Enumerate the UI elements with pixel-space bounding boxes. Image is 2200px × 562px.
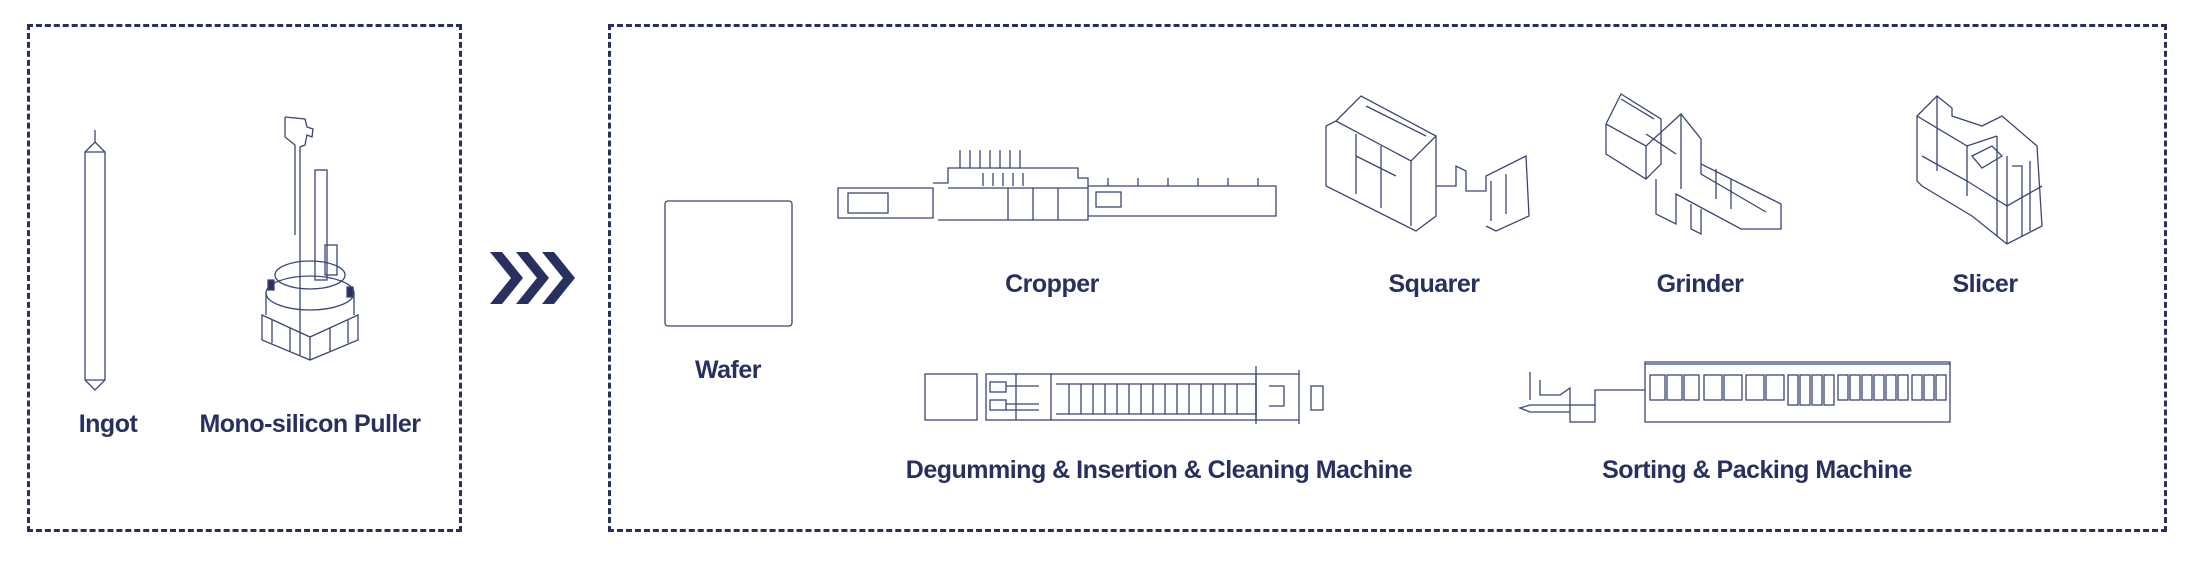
ingot-label: Ingot [78,410,138,438]
cropper-label: Cropper [1005,270,1099,298]
mono-silicon-puller-label: Mono-silicon Puller [199,410,421,438]
triple-chevron-right-icon [490,252,575,304]
processing-stage-group [608,24,2167,532]
degumming-insertion-cleaning-machine-label: Degumming & Insertion & Cleaning Machine [905,456,1413,484]
wafer-label: Wafer [694,356,762,384]
squarer-label: Squarer [1388,270,1480,298]
degumming-insertion-cleaning-machine-icon [924,366,1324,424]
ingot-icon [84,130,106,391]
slicer-icon [1916,95,2043,245]
wafer-icon [664,200,793,327]
cropper-icon [837,150,1277,221]
mono-silicon-puller-icon [261,116,359,361]
grinder-icon [1605,93,1782,236]
sorting-packing-machine-icon [1518,361,1951,423]
sorting-packing-machine-label: Sorting & Packing Machine [1602,456,1912,484]
raw-stage-group [27,24,462,532]
squarer-icon [1325,95,1530,232]
grinder-label: Grinder [1656,270,1744,298]
slicer-label: Slicer [1952,270,2018,298]
